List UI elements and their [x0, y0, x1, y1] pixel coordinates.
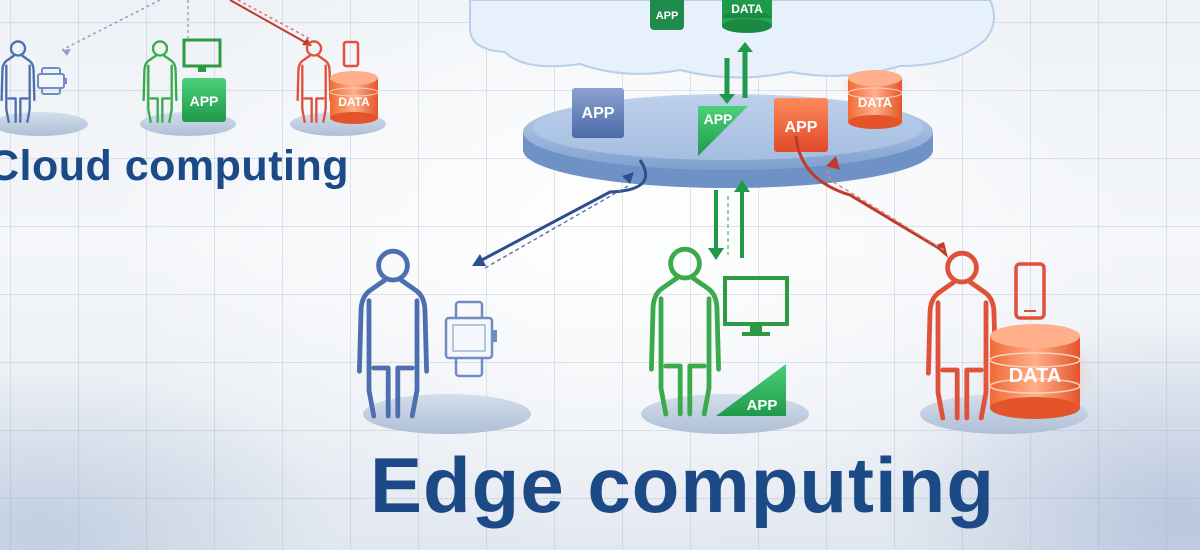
platform-app-green-label: APP	[704, 111, 733, 127]
edge-scene-app-label: APP	[747, 397, 778, 414]
red-link-arrows	[794, 135, 948, 258]
cloud-icon	[469, 0, 995, 79]
platform-database-icon: DATA	[840, 70, 908, 129]
platform-app-green: APP	[698, 106, 748, 156]
smartwatch-icon	[444, 300, 497, 378]
cloud-scene: APP DATA	[0, 0, 386, 136]
monitor-icon	[723, 276, 789, 336]
cloud-app-icon: APP	[650, 0, 684, 30]
edge-scene-data-label: DATA	[1009, 365, 1062, 387]
database-icon: DATA	[328, 71, 380, 124]
monitor-icon	[182, 38, 222, 72]
app-tile-icon: APP	[716, 364, 786, 416]
platform-app-blue-label: APP	[582, 105, 615, 122]
platform-app-red-label: APP	[785, 119, 818, 136]
smartphone-icon	[342, 40, 360, 68]
cloud-platform-arrows	[719, 42, 753, 104]
person-icon	[0, 40, 36, 123]
person-icon	[296, 40, 332, 123]
person-icon	[142, 40, 178, 123]
smartwatch-icon	[37, 67, 67, 95]
smartphone-icon	[1014, 262, 1046, 320]
app-tile-icon: APP	[182, 78, 226, 122]
edge-computing-title: Edge computing	[370, 441, 995, 529]
platform-app-blue: APP	[572, 88, 624, 138]
cloud-scene-data-label: DATA	[338, 95, 370, 109]
cloud-data-label: DATA	[731, 2, 763, 16]
database-icon: DATA	[974, 324, 1094, 422]
platform-data-label: DATA	[858, 95, 893, 110]
cloud-database-icon: DATA	[722, 0, 772, 33]
green-link-arrows	[708, 180, 750, 260]
person-icon	[359, 251, 426, 416]
edge-scene: APP DATA	[359, 249, 1094, 434]
platform-app-red: APP	[774, 98, 828, 152]
person-icon	[651, 249, 718, 414]
blue-link-arrows	[472, 159, 648, 269]
cloud-scene-app-label: APP	[190, 93, 219, 109]
cloud-app-label: APP	[656, 10, 679, 22]
cloud-computing-title: Cloud computing	[0, 142, 349, 190]
